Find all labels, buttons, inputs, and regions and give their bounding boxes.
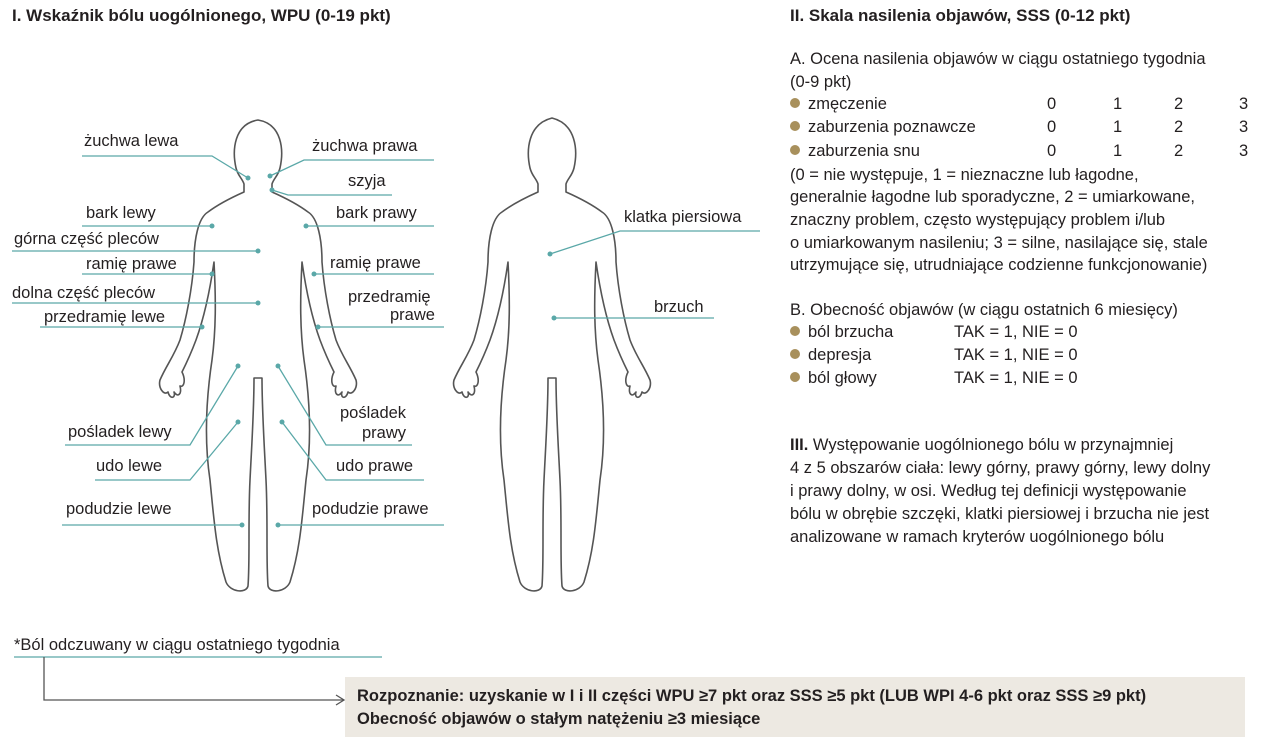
section3-number: III. (790, 436, 809, 454)
label-udo-prawe: udo prawe (336, 457, 414, 475)
section3-line: i prawy dolny, w osi. Według tej definic… (790, 482, 1187, 500)
legend-line: (0 = nie występuje, 1 = nieznaczne lub ł… (790, 166, 1139, 184)
score-0: 0 (1047, 142, 1057, 160)
label-podudzie-prawe: podudzie prawe (312, 500, 429, 518)
presence-row: ból głowy (790, 369, 877, 388)
presence-label: depresja (808, 346, 872, 364)
partB-heading: B. Obecność objawów (w ciągu ostatnich 6… (790, 301, 1178, 319)
front-body-outline (158, 119, 358, 592)
presence-value: TAK = 1, NIE = 0 (954, 369, 1078, 387)
label-podudzie-lewe: podudzie lewe (66, 500, 172, 518)
label-brzuch: brzuch (654, 298, 704, 316)
section3-line: analizowane w ramach kryterów uogólnione… (790, 528, 1165, 546)
footnote: *Ból odczuwany w ciągu ostatniego tygodn… (14, 636, 340, 654)
symptom-row: zaburzenia poznawcze (790, 118, 976, 137)
partA-heading-2: (0-9 pkt) (790, 73, 852, 91)
section1-title: I. Wskaźnik bólu uogólnionego, WPU (0-19… (12, 6, 391, 25)
bullet-dot (790, 349, 800, 359)
bullet-dot (790, 145, 800, 155)
leader-posladek-lewy (65, 365, 239, 446)
label-przedramie-prawe-1: przedramię (348, 288, 431, 306)
score-1: 1 (1113, 95, 1123, 113)
score-3: 3 (1239, 118, 1249, 136)
legend-line: znaczny problem, często występujący prob… (790, 211, 1166, 229)
score-0: 0 (1047, 95, 1057, 113)
legend-line: utrzymujące się, utrudniające codzienne … (790, 256, 1208, 274)
label-zuchwa-lewa: żuchwa lewa (84, 132, 179, 150)
score-2: 2 (1174, 118, 1184, 136)
label-przedramie-prawe-2: prawe (390, 306, 435, 324)
symptom-label: zmęczenie (808, 95, 887, 113)
footnote-arrow-line (43, 657, 344, 701)
leader-dots (199, 173, 557, 528)
label-posladek-prawy-1: pośladek (340, 404, 407, 422)
score-2: 2 (1174, 95, 1184, 113)
label-bark-prawy: bark prawy (336, 204, 417, 222)
bullet-dot (790, 372, 800, 382)
label-ramie-prawe: ramię prawe (330, 254, 421, 272)
label-posladek-prawy-2: prawy (362, 424, 407, 442)
score-1: 1 (1113, 142, 1123, 160)
leader-lines (12, 155, 760, 706)
presence-value: TAK = 1, NIE = 0 (954, 323, 1078, 341)
bullet-dot (790, 121, 800, 131)
leader-zuchwa-prawa (269, 159, 434, 177)
leader-udo-lewe (95, 421, 239, 481)
score-0: 0 (1047, 118, 1057, 136)
bullet-dot (790, 326, 800, 336)
section3-line: bólu w obrębie szczęki, klatki piersiowe… (790, 505, 1210, 523)
presence-label: ból brzucha (808, 323, 894, 341)
presence-row: depresja (790, 346, 871, 365)
score-3: 3 (1239, 142, 1249, 160)
label-posladek-lewy: pośladek lewy (68, 423, 172, 441)
diagnosis-box: Rozpoznanie: uzyskanie w I i II części W… (345, 677, 1245, 737)
label-klatka-piersiowa: klatka piersiowa (624, 208, 742, 226)
partA-heading-1: A. Ocena nasilenia objawów w ciągu ostat… (790, 50, 1206, 68)
score-2: 2 (1174, 142, 1184, 160)
label-szyja: szyja (348, 172, 386, 190)
label-bark-lewy: bark lewy (86, 204, 156, 222)
symptom-label: zaburzenia snu (808, 142, 920, 160)
symptom-row: zaburzenia snu (790, 142, 920, 161)
leader-posladek-prawy (277, 365, 412, 446)
presence-label: ból głowy (808, 369, 877, 387)
section3-text: Występowanie uogólnionego bólu w przynaj… (808, 436, 1174, 454)
label-gorna-czesc-plecow: górna część pleców (14, 230, 159, 248)
bullet-dot (790, 98, 800, 108)
section3-line: 4 z 5 obszarów ciała: lewy górny, prawy … (790, 459, 1211, 477)
leader-klatka (549, 230, 760, 255)
symptom-row: zmęczenie (790, 95, 887, 114)
presence-row: ból brzucha (790, 323, 893, 342)
diagnosis-line-1: Rozpoznanie: uzyskanie w I i II części W… (357, 687, 1147, 705)
symptom-label: zaburzenia poznawcze (808, 118, 976, 136)
back-body-outline (452, 117, 652, 592)
label-przedramie-lewe: przedramię lewe (44, 308, 166, 326)
label-ramie-lewe: ramię prawe (86, 255, 177, 273)
section3-line-1: III. Występowanie uogólnionego bólu w pr… (790, 436, 1173, 455)
legend-line: generalnie łagodne lub sporadyczne, 2 = … (790, 188, 1195, 206)
legend-line: o umiarkowanym nasileniu; 3 = silne, nas… (790, 234, 1208, 252)
footnote-arrow-head (335, 694, 346, 706)
section2-title: II. Skala nasilenia objawów, SSS (0-12 p… (790, 6, 1131, 25)
label-udo-lewe: udo lewe (96, 457, 163, 475)
label-dolna-czesc-plecow: dolna część pleców (12, 284, 156, 302)
leader-udo-prawe (281, 421, 424, 481)
score-3: 3 (1239, 95, 1249, 113)
leader-szyja (271, 189, 392, 196)
body-diagram (12, 117, 760, 706)
label-zuchwa-prawa: żuchwa prawa (312, 137, 418, 155)
score-1: 1 (1113, 118, 1123, 136)
presence-value: TAK = 1, NIE = 0 (954, 346, 1078, 364)
leader-zuchwa-lewa (82, 155, 249, 179)
